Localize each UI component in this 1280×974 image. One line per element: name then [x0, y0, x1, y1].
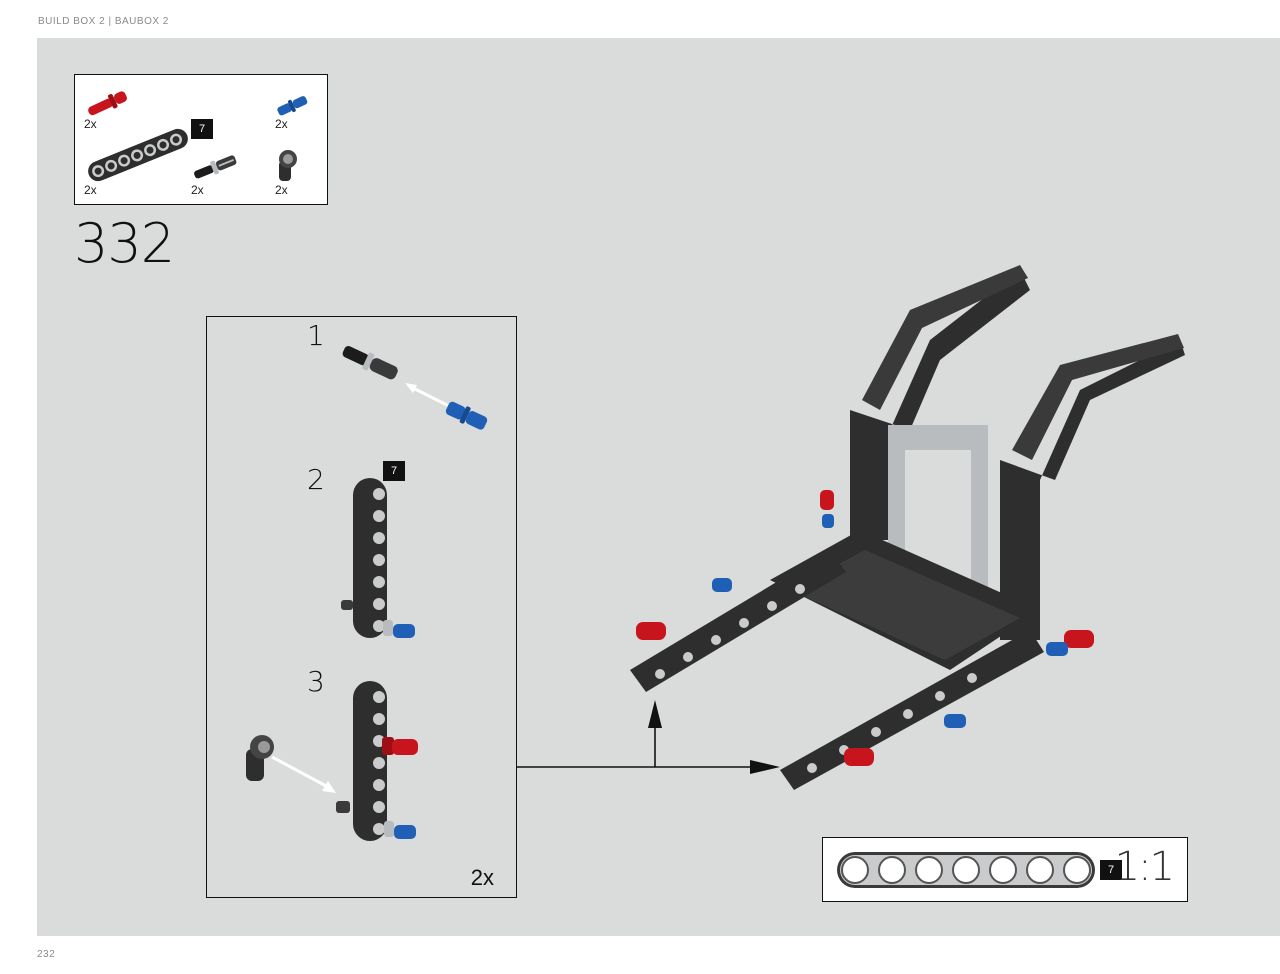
- parts-list-box: 2x 2x 7 2x: [74, 74, 328, 205]
- scale-label: 1:1: [1114, 844, 1175, 890]
- substep-3-number: 3: [307, 665, 325, 698]
- scale-reference-box: 7 1:1: [822, 837, 1188, 902]
- substep-1-number: 1: [307, 319, 325, 352]
- part-qty-red-pin: 2x: [84, 117, 97, 131]
- part-qty-blue-pin: 2x: [275, 117, 288, 131]
- part-qty-black-axle-pin: 2x: [191, 183, 204, 197]
- substep-1-illustration: [342, 345, 488, 430]
- sub-assembly-box: 1 2 7 3 2x: [206, 316, 517, 898]
- scale-beam-icon: [837, 852, 1095, 888]
- black-axle-pin-icon: [194, 155, 237, 179]
- part-qty-beam: 2x: [84, 183, 97, 197]
- blue-pin-icon: [277, 96, 308, 116]
- red-pin-icon: [88, 91, 127, 116]
- sub-assembly-multiplier: 2x: [470, 865, 494, 890]
- substep-3-illustration: [246, 681, 418, 841]
- substep-2-badge: 7: [383, 461, 405, 481]
- part-qty-angle-connector: 2x: [275, 183, 288, 197]
- beam-length-badge: 7: [191, 119, 213, 139]
- step-number: 332: [74, 212, 175, 275]
- angle-connector-icon: [279, 150, 297, 181]
- page-number: 232: [37, 949, 56, 960]
- scale-length-badge: 7: [1100, 860, 1122, 880]
- header-title: BUILD BOX 2 | BAUBOX 2: [38, 16, 169, 27]
- main-model-illustration: [630, 265, 1185, 790]
- substep-2-number: 2: [307, 463, 325, 496]
- beam-7-icon: [88, 128, 188, 182]
- substep-2-illustration: [341, 478, 415, 638]
